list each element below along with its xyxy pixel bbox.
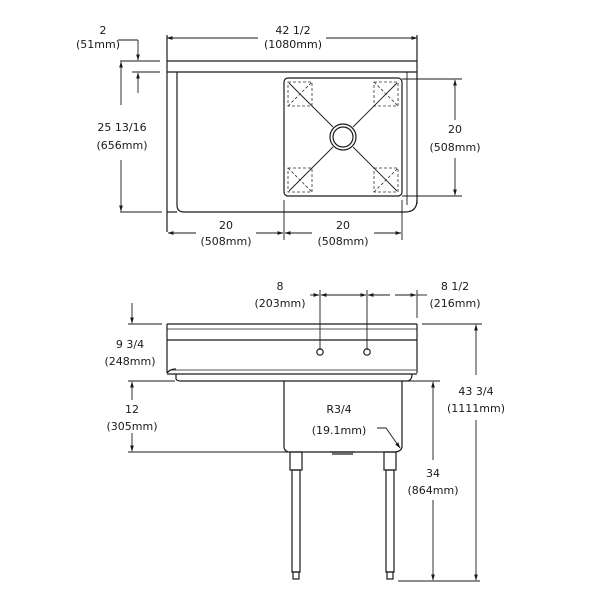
bowl-depth-frac: 20 [448,123,462,136]
corner-radius-frac: R3/4 [326,403,351,416]
rim-height-frac: 34 [426,467,440,480]
faucet-to-end-frac: 8 1/2 [441,280,469,293]
bowl-height-frac: 12 [125,403,139,416]
corner-radius-mm: (19.1mm) [312,424,367,437]
sink-bowl [283,77,403,197]
faucet-to-end-mm: (216mm) [429,297,480,310]
overall-depth-mm: (656mm) [96,139,147,152]
backsplash-height-frac: 9 3/4 [116,338,144,351]
overall-width-frac: 42 1/2 [275,24,310,37]
overall-height-mm: (1111mm) [447,402,505,415]
rim-height-mm: (864mm) [407,484,458,497]
bowl-width-frac: 20 [336,219,350,232]
top-view: 42 1/2 (1080mm) 2 (51mm) 25 13/16 (656mm… [76,24,481,248]
overall-width-mm: (1080mm) [264,38,322,51]
bowl-depth-mm: (508mm) [429,141,480,154]
corner-details [287,81,399,193]
bowl-width-mm: (508mm) [317,235,368,248]
faucet-spacing-mm: (203mm) [254,297,305,310]
drainboard-width-frac: 20 [219,219,233,232]
backsplash-height-mm: (248mm) [104,355,155,368]
drain-icon [329,123,357,151]
overall-depth-frac: 25 13/16 [97,121,146,134]
overall-height-frac: 43 3/4 [458,385,493,398]
leg-left [289,451,303,580]
faucet-spacing-frac: 8 [277,280,284,293]
bowl-height-mm: (305mm) [106,420,157,433]
drainboard-width-mm: (508mm) [200,235,251,248]
backsplash-depth-mm: (51mm) [76,38,120,51]
backsplash-depth-frac: 2 [100,24,107,37]
leg-right [383,451,397,580]
front-view: 8 (203mm) 8 1/2 (216mm) 9 3/4 (248mm) 12… [104,280,505,582]
